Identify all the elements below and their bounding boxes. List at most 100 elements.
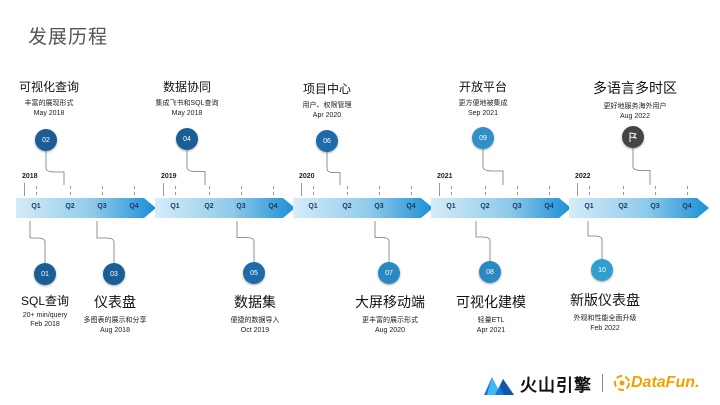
- year-label: 2018: [22, 173, 38, 180]
- year-tick: [301, 183, 302, 196]
- milestone-date: May 2018: [171, 110, 203, 117]
- quarter-label: Q2: [342, 203, 352, 210]
- year-tick: [24, 183, 25, 196]
- milestone-title: 大屏移动端: [355, 294, 425, 310]
- connector-line: [474, 219, 492, 268]
- page-title: 发展历程: [28, 27, 109, 48]
- milestone-date: Aug 2022: [620, 113, 650, 120]
- quarter-label: Q4: [129, 203, 139, 210]
- quarter-label: Q3: [236, 203, 246, 210]
- milestone-title: 开放平台: [458, 80, 507, 94]
- milestone-date: Sep 2021: [468, 110, 498, 117]
- quarter-label: Q4: [406, 203, 416, 210]
- milestone-badge: 06: [316, 130, 338, 152]
- milestone-desc: 更方便地被集成: [458, 100, 508, 107]
- milestone-date: Feb 2018: [30, 321, 60, 328]
- milestone-badge: 08: [479, 261, 501, 283]
- milestone-desc: 多图表的展示和分享: [83, 317, 147, 324]
- milestone-badge: 02: [35, 129, 57, 151]
- milestone-title: 数据协同: [162, 80, 211, 94]
- milestone-project-center: 项目中心 用户、权限管理 Apr 2020: [290, 80, 364, 119]
- year-tick: [577, 183, 578, 196]
- quarter-tick: [549, 186, 550, 195]
- volcano-logo-icon: [484, 377, 514, 395]
- milestone-badge: 07: [378, 262, 400, 284]
- connector-line: [235, 219, 256, 269]
- connector-line: [325, 150, 342, 192]
- milestone-desc: 丰富的展现形式: [24, 100, 74, 107]
- milestone-badge: 09: [472, 127, 494, 149]
- milestone-date: Apr 2020: [312, 112, 342, 119]
- quarter-label: Q2: [204, 203, 214, 210]
- milestone-bigscreen-mobile: 大屏移动端 更丰富的展示形式 Aug 2020: [348, 292, 432, 334]
- milestone-date: Aug 2018: [100, 327, 130, 334]
- quarter-tick: [655, 186, 656, 195]
- connector-line: [28, 219, 47, 270]
- milestone-badge: 01: [34, 263, 56, 285]
- timeline-segment: [293, 196, 433, 220]
- milestone-desc: 集成飞书和SQL查询: [155, 100, 219, 107]
- quarter-tick: [687, 186, 688, 195]
- milestone-title: 可视化建模: [456, 294, 526, 310]
- quarter-label: Q1: [170, 203, 180, 210]
- timeline-segment: [569, 196, 709, 220]
- connector-line: [373, 219, 391, 269]
- quarter-label: Q4: [268, 203, 278, 210]
- quarter-tick: [241, 186, 242, 195]
- quarter-label: Q2: [480, 203, 490, 210]
- connector-line: [44, 149, 66, 192]
- quarter-label: Q3: [650, 203, 660, 210]
- quarter-label: Q4: [544, 203, 554, 210]
- milestone-new-dashboard: 新版仪表盘 外观和性能全面升级 Feb 2022: [560, 290, 650, 332]
- quarter-label: Q4: [682, 203, 692, 210]
- quarter-label: Q2: [618, 203, 628, 210]
- quarter-tick: [485, 186, 486, 195]
- milestone-title: 数据集: [234, 294, 276, 310]
- quarter-tick: [517, 186, 518, 195]
- divider: [602, 374, 603, 392]
- brand-name: 火山引擎: [520, 375, 592, 395]
- milestone-badge: 03: [103, 263, 125, 285]
- milestone-title: 新版仪表盘: [570, 292, 640, 308]
- quarter-tick: [209, 186, 210, 195]
- quarter-tick: [623, 186, 624, 195]
- quarter-tick: [102, 186, 103, 195]
- quarter-tick: [379, 186, 380, 195]
- timeline-segment: [431, 196, 571, 220]
- quarter-tick: [313, 186, 314, 195]
- milestone-desc: 轻量ETL: [477, 317, 505, 324]
- year-label: 2022: [575, 173, 591, 180]
- milestone-dataset: 数据集 便捷的数据导入 Oct 2019: [216, 292, 294, 334]
- datafun-logo-icon: [614, 375, 630, 391]
- connector-line: [185, 148, 207, 192]
- connector-line: [481, 147, 505, 192]
- milestone-visual-modeling: 可视化建模 轻量ETL Apr 2021: [448, 292, 534, 334]
- quarter-tick: [36, 186, 37, 195]
- milestone-desc: 更丰富的展示形式: [362, 317, 418, 324]
- connector-line: [586, 219, 604, 266]
- milestone-title: 多语言多时区: [593, 80, 677, 96]
- milestone-visual-query: 可视化查询 丰富的展现形式 May 2018: [12, 78, 86, 117]
- milestone-sql-query: SQL查询 20+ min/query Feb 2018: [6, 292, 84, 328]
- year-tick: [439, 183, 440, 196]
- quarter-tick: [70, 186, 71, 195]
- quarter-tick: [175, 186, 176, 195]
- milestone-desc: 20+ min/query: [22, 312, 68, 319]
- quarter-label: Q3: [512, 203, 522, 210]
- footer-logos: 火山引擎 DataFun.: [484, 368, 699, 398]
- milestone-open-platform: 开放平台 更方便地被集成 Sep 2021: [446, 78, 520, 117]
- quarter-tick: [347, 186, 348, 195]
- milestone-date: Aug 2020: [375, 327, 405, 334]
- milestone-date: Apr 2021: [476, 327, 506, 334]
- quarter-label: Q1: [584, 203, 594, 210]
- timeline-segment: [16, 196, 156, 220]
- milestone-date: Feb 2022: [590, 325, 620, 332]
- milestone-title: 项目中心: [302, 82, 351, 96]
- quarter-tick: [411, 186, 412, 195]
- milestone-desc: 用户、权限管理: [302, 102, 352, 109]
- year-label: 2020: [299, 173, 315, 180]
- milestone-desc: 更好地服务海外用户: [603, 103, 667, 110]
- milestone-badge: 10: [591, 259, 613, 281]
- quarter-label: Q3: [97, 203, 107, 210]
- year-label: 2019: [161, 173, 177, 180]
